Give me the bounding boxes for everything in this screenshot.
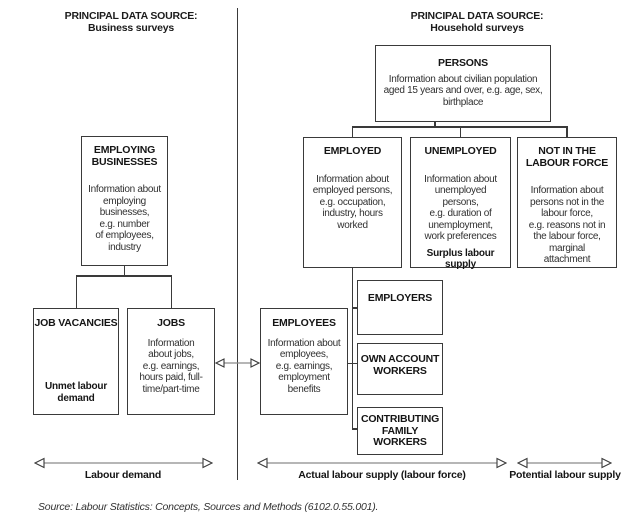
persons-box: PERSONS Information about civilian popul… bbox=[375, 45, 551, 122]
connector-employers-stub bbox=[352, 307, 357, 309]
employees-box: EMPLOYEES Information about employees, e… bbox=[260, 308, 348, 415]
contributing-family-workers-box: CONTRIBUTING FAMILY WORKERS bbox=[357, 407, 443, 455]
box-title: PERSONS bbox=[438, 57, 488, 69]
connector-employed-workers bbox=[351, 268, 353, 429]
actual-labour-supply-double-arrow-icon bbox=[257, 457, 507, 469]
box-title: NOT IN THE LABOUR FORCE bbox=[525, 145, 609, 169]
box-body: Information about employing businesses, … bbox=[88, 184, 161, 253]
header-line: Business surveys bbox=[87, 22, 175, 34]
potential-labour-supply-label: Potential labour supply bbox=[509, 469, 621, 481]
not-in-labour-force-box: NOT IN THE LABOUR FORCE Information abou… bbox=[517, 137, 617, 268]
divider-line bbox=[236, 8, 238, 480]
box-body: Information about jobs, e.g. earnings, h… bbox=[139, 337, 203, 395]
connector-nilf-stub bbox=[566, 126, 568, 137]
connector-unemployed-stub bbox=[459, 126, 461, 137]
connector-persons-stub bbox=[434, 120, 436, 126]
box-title: JOBS bbox=[157, 317, 185, 329]
source-citation: Source: Labour Statistics: Concepts, Sou… bbox=[38, 501, 379, 513]
box-title: EMPLOYED bbox=[323, 145, 382, 157]
connector-employing-stub bbox=[123, 266, 125, 276]
surplus-labour-supply-note: Surplus labour supply bbox=[426, 247, 495, 271]
box-title: JOB VACANCIES bbox=[34, 317, 118, 329]
box-title: OWN ACCOUNT WORKERS bbox=[360, 353, 440, 377]
box-body: Information about civilian population ag… bbox=[383, 73, 543, 108]
household-surveys-header: PRINCIPAL DATA SOURCE: Household surveys bbox=[387, 10, 567, 34]
header-line: Household surveys bbox=[430, 22, 524, 34]
box-title: EMPLOYING BUSINESSES bbox=[91, 144, 158, 168]
connector-employing-branch bbox=[75, 275, 172, 277]
own-account-workers-box: OWN ACCOUNT WORKERS bbox=[357, 343, 443, 395]
connector-ownaccount-stub bbox=[348, 362, 357, 364]
unmet-labour-demand-note: Unmet labour demand bbox=[44, 381, 108, 404]
labour-demand-double-arrow-icon bbox=[34, 457, 213, 469]
header-line: PRINCIPAL DATA SOURCE: bbox=[410, 10, 544, 22]
box-title: UNEMPLOYED bbox=[424, 145, 497, 157]
box-body: Information about employees, e.g. earnin… bbox=[267, 337, 341, 395]
header-line: PRINCIPAL DATA SOURCE: bbox=[64, 10, 198, 22]
connector-employed-stub bbox=[351, 126, 353, 137]
connector-jobvacancies-stub bbox=[75, 275, 77, 308]
employed-box: EMPLOYED Information about employed pers… bbox=[303, 137, 402, 268]
potential-labour-supply-double-arrow-icon bbox=[517, 457, 612, 469]
business-surveys-header: PRINCIPAL DATA SOURCE: Business surveys bbox=[41, 10, 221, 34]
jobs-employees-double-arrow-icon bbox=[215, 358, 260, 368]
connector-contributing-stub bbox=[352, 428, 357, 430]
actual-labour-supply-label: Actual labour supply (labour force) bbox=[298, 469, 466, 481]
employers-box: EMPLOYERS bbox=[357, 280, 443, 335]
box-body: Information about employed persons, e.g.… bbox=[312, 173, 393, 231]
employing-businesses-box: EMPLOYING BUSINESSES Information about e… bbox=[81, 136, 168, 266]
box-title: CONTRIBUTING FAMILY WORKERS bbox=[360, 413, 440, 448]
labour-demand-label: Labour demand bbox=[84, 469, 162, 481]
connector-jobs-stub bbox=[170, 275, 172, 308]
box-title: EMPLOYERS bbox=[367, 292, 433, 304]
box-title: EMPLOYEES bbox=[272, 317, 336, 329]
jobs-box: JOBS Information about jobs, e.g. earnin… bbox=[127, 308, 215, 415]
box-body: Information about persons not in the lab… bbox=[528, 185, 606, 265]
job-vacancies-box: JOB VACANCIES Unmet labour demand bbox=[33, 308, 119, 415]
unemployed-box: UNEMPLOYED Information about unemployed … bbox=[410, 137, 511, 271]
box-body: Information about unemployed persons, e.… bbox=[424, 173, 497, 243]
